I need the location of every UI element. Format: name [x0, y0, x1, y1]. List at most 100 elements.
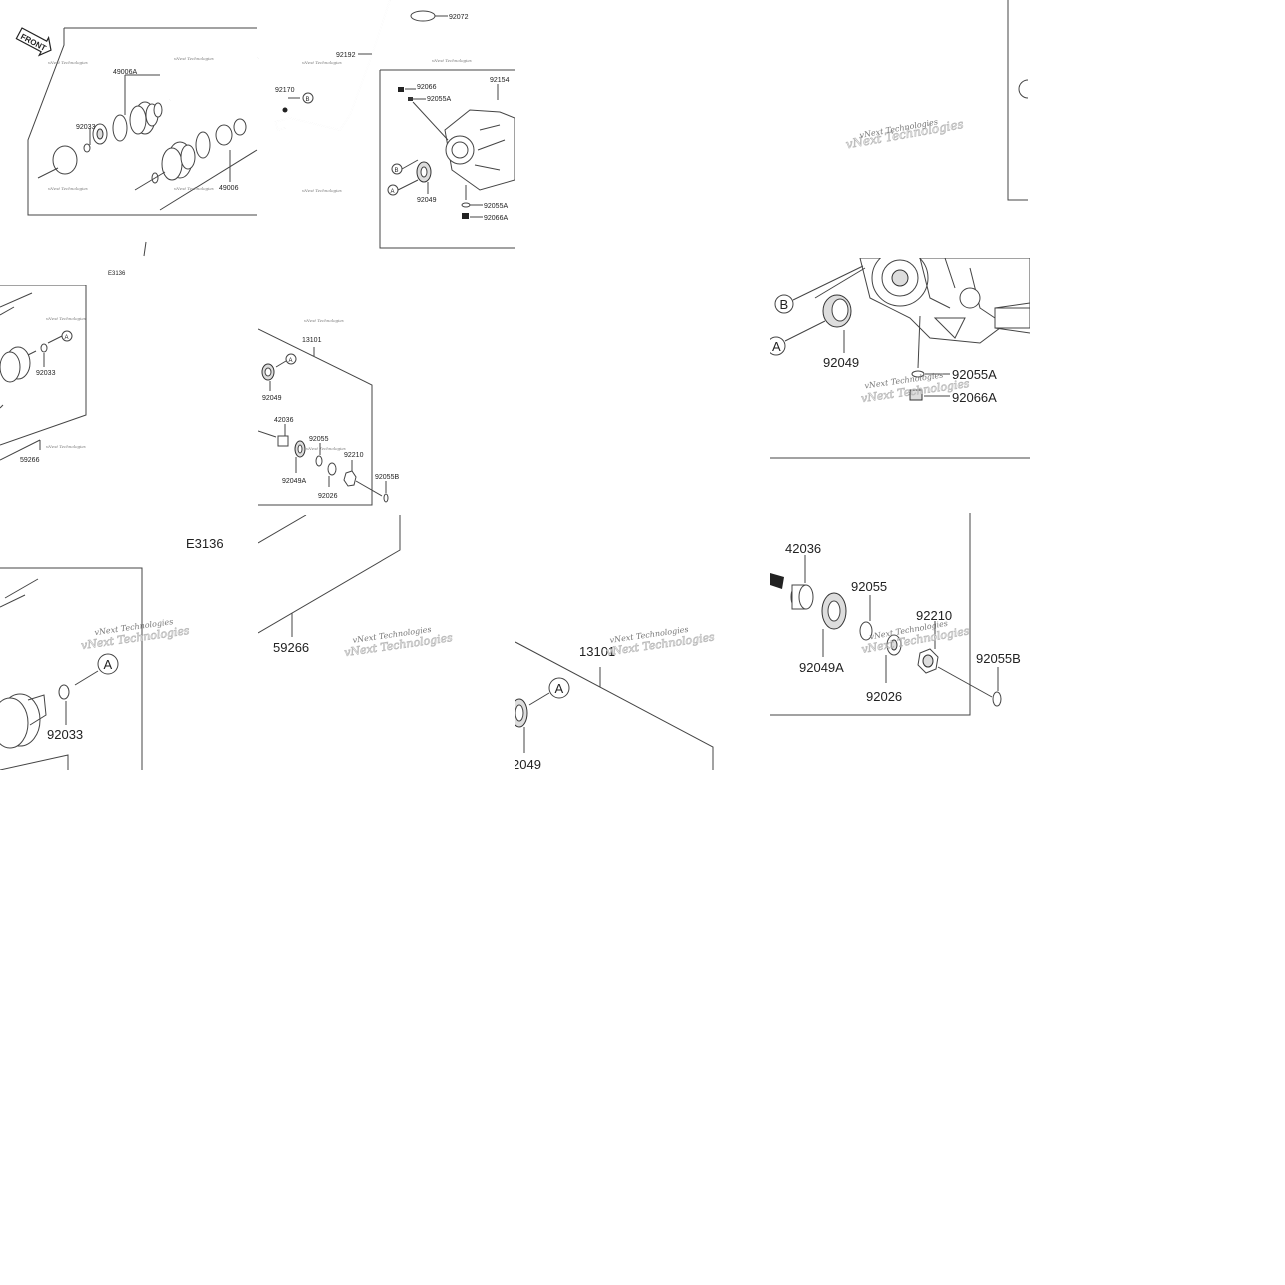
- gasket-92055A-zoom: [911, 370, 925, 378]
- label-92210-mid: 92210: [344, 452, 364, 459]
- front-badge: FRONT: [15, 27, 52, 57]
- label-e3136: E3136: [108, 271, 126, 277]
- svg-text:A: A: [555, 681, 564, 696]
- callout-a-housing: [387, 184, 399, 196]
- label-13101-zoom: 13101: [579, 644, 615, 659]
- callout-b-zoom: [774, 294, 794, 314]
- housing-zoom-tile: B A 92049 92055A 92066A vNext Technologi…: [770, 258, 1030, 513]
- label-92049: 92049: [417, 197, 437, 204]
- watermark: vNext Technologies: [174, 186, 214, 191]
- callout-b-upper: [302, 92, 314, 104]
- svg-text:A: A: [391, 189, 395, 195]
- clamp-ring: [112, 114, 128, 142]
- code-zoom-drawing: E3136 A 92033 vNext Technologies vNext T…: [0, 536, 224, 770]
- bearing-assembly-tile: 13101 A 92049 42036 92049A 92055 92026 9…: [258, 285, 515, 515]
- label-92055A-top: 92055A: [427, 96, 451, 103]
- label-92072: 92072: [449, 14, 469, 21]
- callout-a-mid: [285, 353, 297, 365]
- svg-text:B: B: [780, 297, 789, 312]
- label-49006: 49006: [219, 185, 239, 192]
- svg-text:B: B: [306, 97, 310, 103]
- label-59266-left: 59266: [20, 457, 40, 464]
- boot-lower: [134, 118, 247, 191]
- label-92026-mid: 92026: [318, 493, 338, 500]
- assembly-zoom-tile: 13101 A 2049 vNext Technologies vNext Te…: [515, 515, 770, 770]
- assembly-zoom-drawing: 13101 A 2049 vNext Technologies vNext Te…: [515, 625, 716, 770]
- oring-92033-zoom: [58, 684, 70, 700]
- watermark: vNext Technologies: [304, 318, 344, 323]
- cv-joint-zoom: [0, 693, 47, 749]
- label-92192: 92192: [336, 52, 356, 59]
- oring-92055-zoom: [859, 621, 873, 641]
- label-92055-zoom: 92055: [851, 579, 887, 594]
- watermark: vNext Technologies: [302, 60, 342, 65]
- watermark: vNext Technologies: [432, 58, 472, 63]
- label-92033-zoom: 92033: [47, 727, 83, 742]
- washer-92026: [327, 462, 337, 476]
- watermark: vNext Technologies: [48, 186, 88, 191]
- watermark: vNext Technologies: [302, 188, 342, 193]
- label-92049A-zoom: 92049A: [799, 660, 844, 675]
- svg-text:A: A: [104, 657, 113, 672]
- cv-joint-left: [0, 346, 37, 383]
- label-e3136-zoom: E3136: [186, 536, 224, 551]
- bearing-zoom-tile: 42036 92049A 92055 92026 92210 92055B vN…: [770, 513, 1030, 770]
- housing-zoom-drawing: B A 92049 92055A 92066A vNext Technologi…: [770, 258, 1030, 459]
- spacer-42036: [277, 435, 289, 447]
- watermark: vNext Technologies: [46, 444, 86, 449]
- gear-case-zoom: [859, 258, 1030, 344]
- label-92055-mid: 92055: [309, 436, 329, 443]
- svg-text:B: B: [395, 168, 399, 174]
- cv-joint-outer: [37, 145, 78, 179]
- label-42036-mid: 42036: [274, 417, 294, 424]
- overview-drawing: FRONT: [15, 0, 515, 277]
- callout-b-housing: [391, 163, 403, 175]
- svg-text:A: A: [772, 339, 781, 354]
- label-92055A-zoom: 92055A: [952, 367, 997, 382]
- oring-92055: [315, 455, 323, 467]
- label-92170: 92170: [275, 87, 295, 94]
- blank-tile-top-right: vNext Technologies vNext Technologies: [770, 0, 1030, 258]
- callout-a-zoom-left: [97, 653, 119, 675]
- label-42036-zoom: 42036: [785, 541, 821, 556]
- clamp-92072: [410, 10, 436, 22]
- label-zoom-drawing: 59266 vNext Technologies vNext Technolog…: [258, 515, 454, 659]
- blank-tile-drawing: vNext Technologies vNext Technologies: [844, 0, 1029, 201]
- breather-hose-group: B 92072 92192 92170: [274, 0, 469, 131]
- label-92210-zoom: 92210: [916, 608, 952, 623]
- plug-92066A-zoom: [909, 389, 923, 401]
- label-13101: 13101: [302, 337, 322, 344]
- label-92055B-mid: 92055B: [375, 474, 399, 481]
- watermark: vNext Technologies: [306, 446, 346, 451]
- label-92049-zoom-2: 2049: [515, 757, 541, 770]
- bearing-assembly-drawing: 13101 A 92049 42036 92049A 92055 92026 9…: [258, 318, 399, 506]
- oring-92055B-zoom: [992, 691, 1002, 707]
- label-92055A: 92055A: [484, 203, 508, 210]
- overview-diagram: FRONT: [0, 0, 515, 285]
- label-92033: 92033: [76, 124, 96, 131]
- left-shaft-drawing: A 92033 59266 vNext Technologies vNext T…: [0, 285, 87, 464]
- label-92066A: 92066A: [484, 215, 508, 222]
- left-shaft-tile: A 92033 59266 vNext Technologies vNext T…: [0, 285, 258, 515]
- label-92049-zoom: 92049: [823, 355, 859, 370]
- label-92066: 92066: [417, 84, 437, 91]
- spacer-42036-zoom: [790, 584, 814, 610]
- watermark: vNext Technologies: [46, 316, 86, 321]
- label-zoom-tile: 59266 vNext Technologies vNext Technolog…: [258, 515, 515, 770]
- oring-92055B: [383, 493, 389, 503]
- label-92066A-zoom: 92066A: [952, 390, 997, 405]
- label-92055B-zoom: 92055B: [976, 651, 1021, 666]
- label-92154: 92154: [490, 77, 510, 84]
- label-92026-zoom: 92026: [866, 689, 902, 704]
- callout-a-zoom: [770, 336, 786, 356]
- watermark: vNext Technologies: [48, 60, 88, 65]
- callout-a-zoom-13101: [548, 677, 570, 699]
- label-92049A-mid: 92049A: [282, 478, 306, 485]
- code-zoom-tile: E3136 A 92033 vNext Technologies vNext T…: [0, 515, 258, 770]
- boot-upper: [129, 101, 163, 135]
- label-59266-zoom: 59266: [273, 640, 309, 655]
- callout-a-left: [61, 330, 73, 342]
- drive-shaft-group: 49006A 92033 49006: [27, 27, 259, 216]
- svg-text:A: A: [65, 335, 69, 341]
- gear-case-group: B A 92066 92055A 92154 92049 92055A 9206…: [379, 69, 515, 249]
